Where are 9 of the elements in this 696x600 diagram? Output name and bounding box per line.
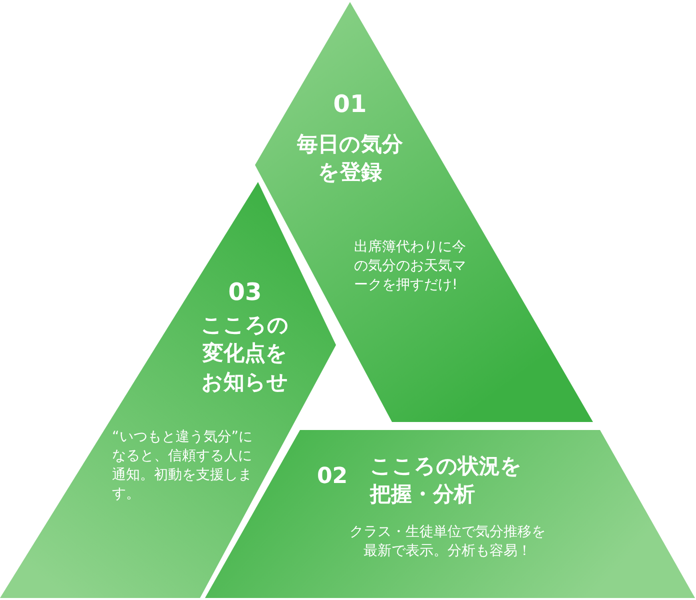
step-heading: こころの変化点をお知らせ [200,312,290,396]
step-number: 02 [317,463,349,491]
step-heading: こころの状況を把握・分析 [370,453,523,508]
step-number: 01 [332,89,368,120]
step-description: 出席簿代わりに今の気分のお天気マークを押すだけ! [354,238,467,295]
step-number: 03 [227,277,263,308]
step-heading: 毎日の気分を登録 [296,131,404,186]
step-description: クラス・生徒単位で気分推移を最新で表示。分析も容易！ [348,523,546,561]
step-description: “いつもと違う気分”になると、信頼する人に通知。初動を支援します。 [112,428,254,504]
